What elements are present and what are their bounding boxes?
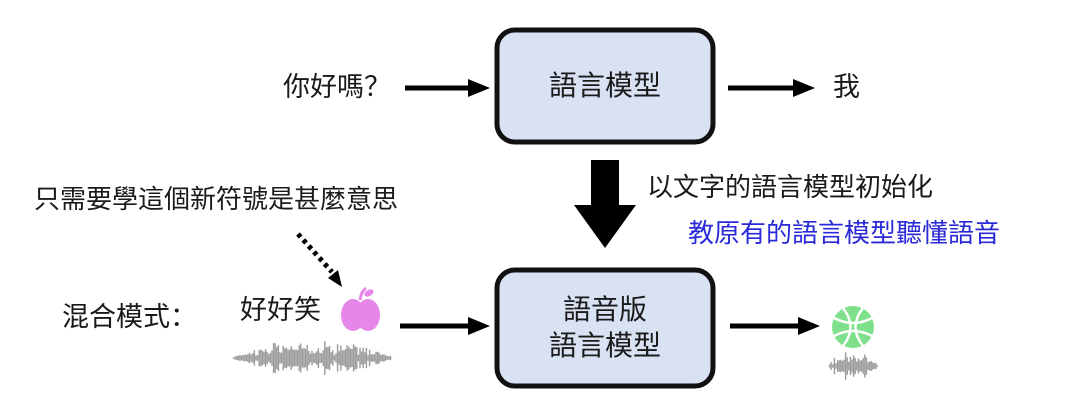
initialization-arrow [574,160,636,248]
apple-icon [341,286,380,331]
speech-waveform-left [232,341,393,375]
basketball-icon [832,306,874,348]
top-output-text: 我 [833,72,860,103]
mixed-mode-label: 混合模式： [62,302,197,333]
top-input-arrow [405,79,490,97]
speech-model-label-line2: 語言模型 [548,329,661,362]
top-input-text: 你好嗎？ [283,72,391,103]
language-model-label: 語言模型 [497,30,713,142]
language-model-label-text: 語言模型 [548,68,661,102]
bottom-input-text: 好好笑 [240,295,321,326]
language-model-box [494,27,716,145]
speech-language-model-box [494,267,716,389]
bottom-output-arrow [730,317,820,335]
speech-language-model-label: 語音版 語言模型 [497,270,713,386]
annotation-text: 只需要學這個新符號是甚麼意思 [34,185,399,215]
annotation-dotted-arrow [296,232,342,287]
top-output-arrow [728,79,815,97]
speech-model-label-line1: 語音版 [562,292,647,326]
speech-waveform-right [828,352,879,380]
bottom-input-arrow [400,317,490,335]
initialization-caption: 以文字的語言模型初始化 [647,173,934,203]
teach-caption: 教原有的語言模型聽懂語音 [688,219,1001,249]
